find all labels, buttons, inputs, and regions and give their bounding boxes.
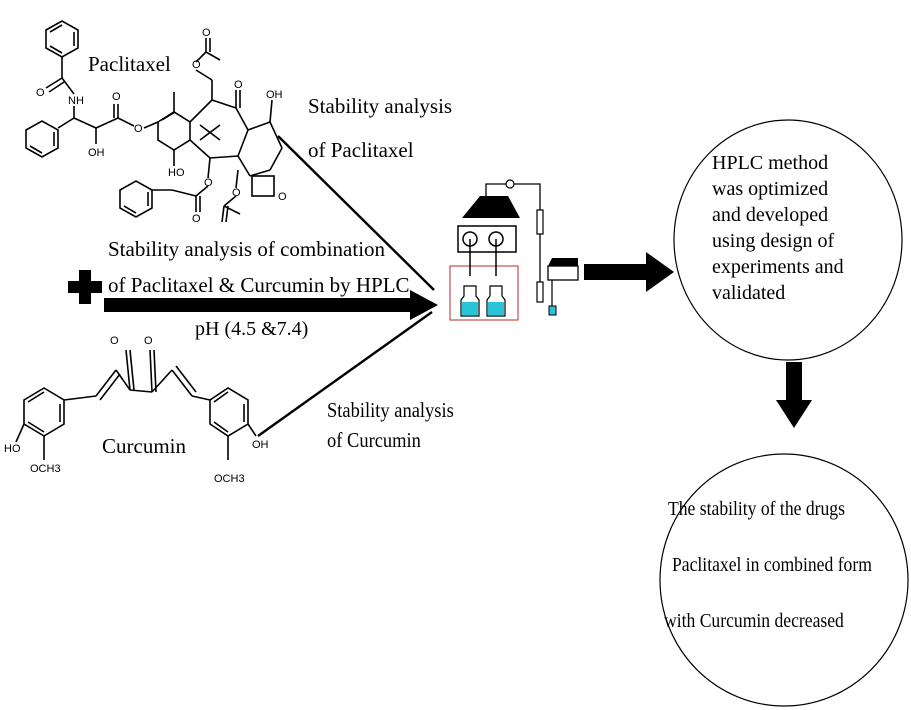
method-circle bbox=[673, 119, 903, 361]
oh-label: OH bbox=[252, 439, 269, 451]
ho-label: HO bbox=[4, 443, 21, 455]
curcumin-label: Curcumin bbox=[102, 434, 186, 458]
curcumin-stability-line1: Stability analysis bbox=[327, 398, 454, 422]
result-circle bbox=[659, 453, 909, 707]
oh-label: OH bbox=[88, 147, 105, 159]
paclitaxel-label: Paclitaxel bbox=[88, 52, 171, 76]
paclitaxel-connector-line bbox=[277, 135, 435, 291]
o-label: O bbox=[134, 123, 143, 135]
o-label: O bbox=[144, 335, 153, 347]
result-line-1: The stability of the drugs bbox=[668, 498, 845, 520]
o-label: O bbox=[36, 87, 45, 99]
o-label: O bbox=[204, 177, 213, 189]
to-method-arrow bbox=[584, 252, 674, 292]
curcumin-structure bbox=[15, 349, 257, 460]
paclitaxel-stability-line1: Stability analysis bbox=[308, 94, 453, 118]
paclitaxel-structure bbox=[25, 20, 283, 223]
oh-label: OH bbox=[266, 89, 283, 101]
o-label: O bbox=[232, 187, 241, 199]
curcumin-stability-line2: of Curcumin bbox=[327, 428, 421, 452]
och3-label: OCH3 bbox=[214, 473, 245, 485]
paclitaxel-stability-line2: of Paclitaxel bbox=[308, 138, 414, 162]
ph-label: pH (4.5 &7.4) bbox=[195, 318, 309, 340]
curcumin-connector-line bbox=[257, 311, 433, 437]
ho-label: HO bbox=[168, 167, 185, 179]
hplc-apparatus-icon bbox=[449, 179, 579, 321]
method-line-2: was optimized bbox=[712, 178, 829, 200]
combination-line1: Stability analysis of combination bbox=[108, 237, 386, 261]
o-label: O bbox=[192, 213, 201, 225]
result-line-2: Paclitaxel in combined form bbox=[672, 554, 872, 576]
och3-label: OCH3 bbox=[30, 463, 61, 475]
combination-line2: of Paclitaxel & Curcumin by HPLC bbox=[108, 273, 410, 297]
plus-icon bbox=[68, 270, 102, 304]
result-line-3: with Curcumin decreased bbox=[664, 610, 844, 632]
method-line-4: using design of bbox=[712, 230, 835, 252]
method-line-3: and developed bbox=[712, 204, 829, 226]
o-label: O bbox=[112, 91, 121, 103]
o-label: O bbox=[202, 27, 211, 39]
down-arrow bbox=[776, 362, 812, 428]
o-label: O bbox=[234, 79, 243, 91]
o-label: O bbox=[278, 191, 287, 203]
o-label: O bbox=[110, 335, 119, 347]
method-line-1: HPLC method bbox=[712, 152, 829, 174]
nh-label: NH bbox=[68, 95, 84, 107]
method-line-5: experiments and bbox=[712, 256, 844, 278]
combination-arrow bbox=[104, 290, 438, 320]
o-label: O bbox=[192, 59, 201, 71]
method-line-6: validated bbox=[712, 282, 786, 304]
